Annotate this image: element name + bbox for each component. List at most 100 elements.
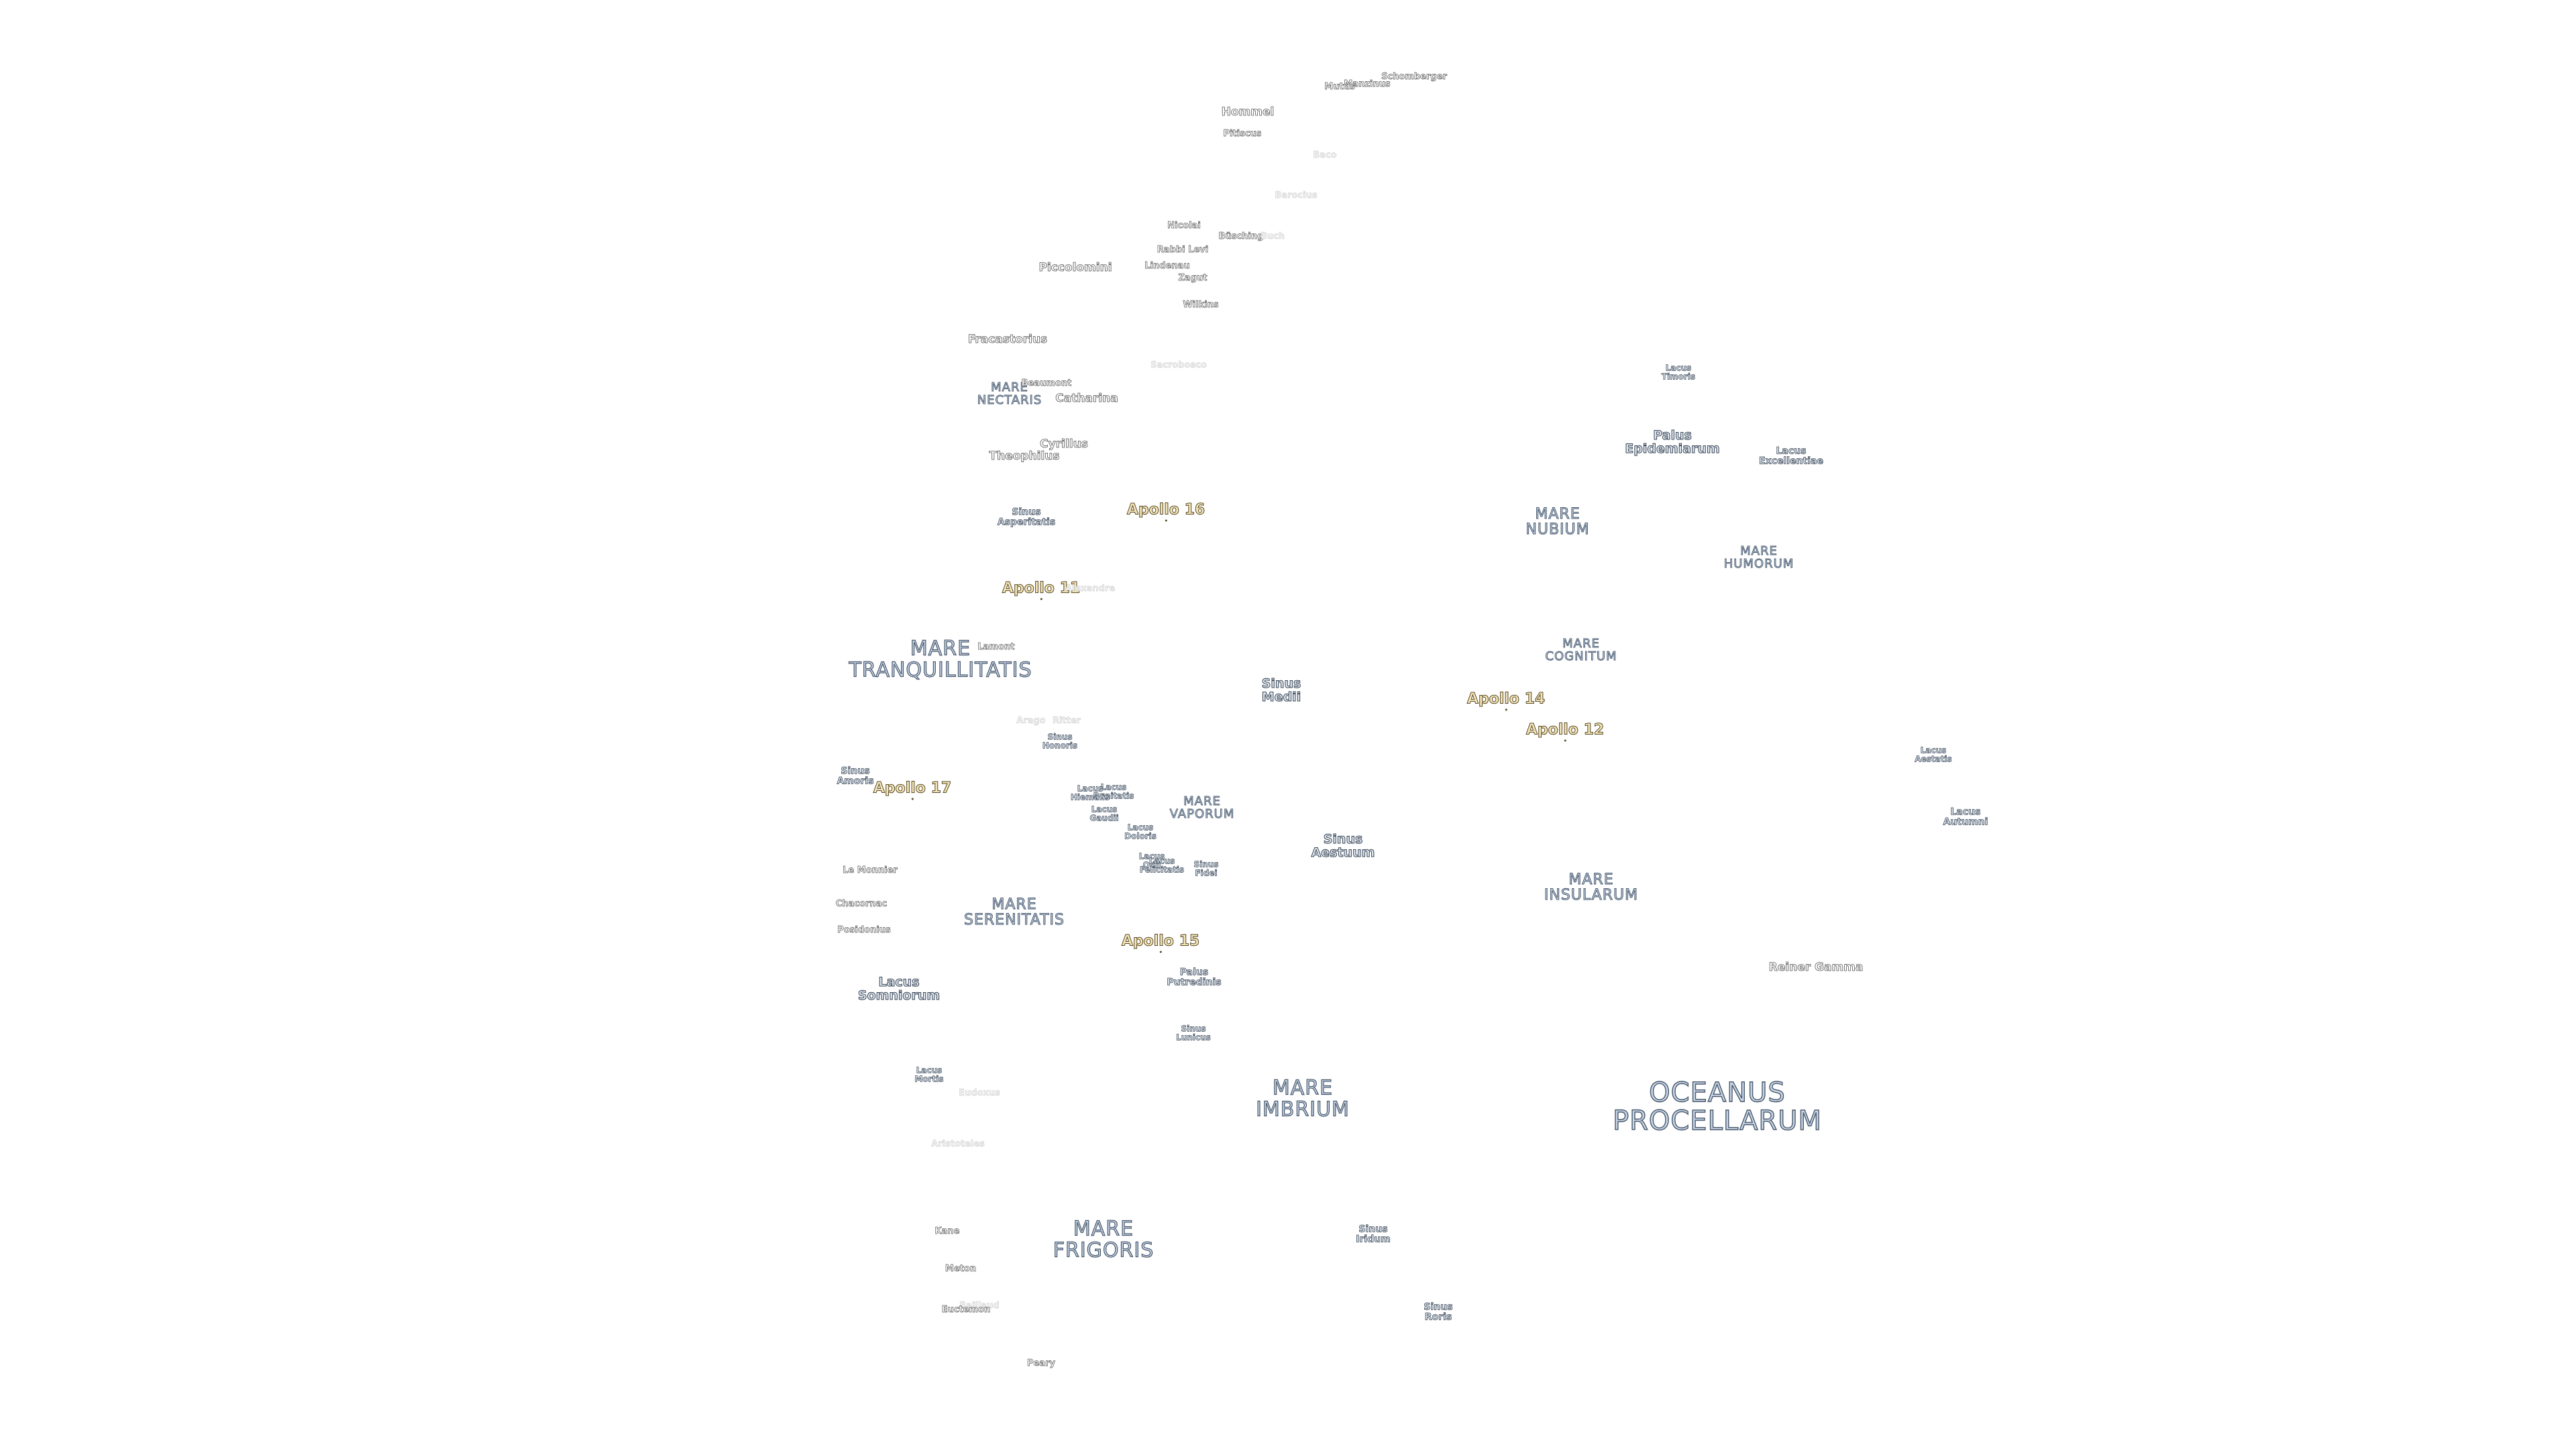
map-label-line: MARE (1568, 871, 1614, 888)
map-label-line: MARE (1740, 544, 1778, 559)
map-label-line: Lamont (977, 642, 1015, 653)
map-label-line: Apollo 15 (1121, 932, 1200, 950)
map-label-line: Sinus (1047, 732, 1073, 742)
map-label-line: Mutus (1324, 82, 1355, 93)
map-label-line: Apollo 14 (1466, 690, 1546, 708)
map-label-line: Arago (1016, 716, 1046, 727)
map-label-line: MARE (1535, 505, 1580, 523)
map-label-line: Epidemiarum (1625, 441, 1720, 456)
map-label-line: Piccolomini (1038, 261, 1112, 275)
map-label-kane: Kane (934, 1227, 960, 1236)
map-label-buesching: Büsching (1218, 231, 1264, 242)
map-label-line: MARE (991, 380, 1028, 395)
map-label-line: Lacus (1091, 804, 1118, 814)
map-label-line: Sinus (1012, 506, 1041, 518)
map-label-line: Odii (1142, 860, 1161, 869)
map-label-theophilus: Theophilus (989, 449, 1060, 464)
map-label-line: HUMORUM (1723, 557, 1794, 571)
map-label-apollo-11: Apollo 11 (1002, 580, 1081, 600)
map-label-arago: Arago (1016, 716, 1046, 727)
map-label-aristoteles: Aristoteles (931, 1140, 985, 1149)
map-label-sacrobosco: Sacrobosco (1150, 361, 1207, 370)
map-label-line: MARE (1073, 1217, 1134, 1241)
map-label-line: NUBIUM (1525, 521, 1590, 538)
map-label-line: Excellentiae (1759, 455, 1824, 466)
map-label-line: Sinus (841, 765, 870, 777)
map-label-line: Apollo 16 (1126, 501, 1205, 519)
map-label-line: MARE (1272, 1076, 1334, 1100)
map-label-line: Euctemon (941, 1305, 991, 1316)
map-label-line: Felicitatis (1139, 865, 1185, 874)
map-label-barocius: Barocius (1275, 191, 1318, 201)
map-label-line: Zagut (1178, 273, 1208, 284)
map-label-line: Catharina (1055, 392, 1118, 406)
map-label-line: Sinus (1181, 1024, 1206, 1034)
map-label-eudoxus: Eudoxus (959, 1089, 1000, 1098)
map-label-line: Sinus (1261, 676, 1301, 692)
map-label-reiner-gamma: Reiner Gamma (1768, 961, 1864, 975)
map-label-line: Lacus (1127, 822, 1154, 833)
map-label-line: Alexandre (1065, 584, 1116, 594)
map-label-line: Lunicus (1176, 1032, 1211, 1042)
map-label-line: VAPORUM (1169, 807, 1235, 821)
map-label-buch: Buch (1260, 232, 1285, 241)
map-label-line: Aestuum (1311, 845, 1375, 860)
map-label-line: Reiner Gamma (1768, 961, 1864, 975)
map-label-peary: Peary (1027, 1359, 1056, 1368)
map-label-line: Roris (1424, 1311, 1452, 1322)
map-label-line: MARE (991, 896, 1037, 913)
map-label-pitiscus: Pitiscus (1223, 129, 1262, 139)
map-label-euctemon: Euctemon (941, 1305, 991, 1316)
map-label-line: Lacus (1077, 784, 1104, 794)
map-label-line: Chacornac (835, 899, 888, 910)
map-label-line: Palus (1653, 428, 1693, 443)
map-label-line: Iridum (1356, 1234, 1391, 1244)
map-label-line: Sacrobosco (1150, 360, 1207, 371)
map-label-line: Rabbi Levi (1157, 245, 1209, 256)
map-label-line: OCEANUS (1648, 1077, 1786, 1108)
map-label-line: Wilkins (1183, 300, 1219, 311)
map-label-line: Buch (1260, 231, 1285, 242)
map-label-line: NECTARIS (977, 393, 1042, 407)
map-label-line: MARE (1183, 794, 1221, 809)
map-label-line: Theophilus (989, 449, 1060, 464)
map-label-meton: Meton (945, 1265, 977, 1274)
map-label-line: Asperitatis (997, 517, 1056, 527)
map-label-line: Nicolai (1167, 221, 1201, 231)
map-label-line: Apollo 11 (1002, 580, 1081, 597)
map-label-line: Lindenau (1144, 261, 1190, 272)
map-label-line: Hiemalis (1070, 792, 1110, 802)
map-label-cyrillus: Cyrillus (1040, 438, 1088, 451)
map-label-manzinus: Manzinus (1344, 80, 1391, 89)
map-label-line: Büsching (1218, 231, 1264, 242)
map-label-line: Sinus (1193, 859, 1219, 869)
map-label-line: TRANQUILLITATIS (849, 658, 1032, 682)
map-label-zagut: Zagut (1178, 273, 1208, 284)
map-label-mutus: Mutus (1324, 82, 1355, 93)
map-label-line: Fidei (1195, 868, 1218, 877)
